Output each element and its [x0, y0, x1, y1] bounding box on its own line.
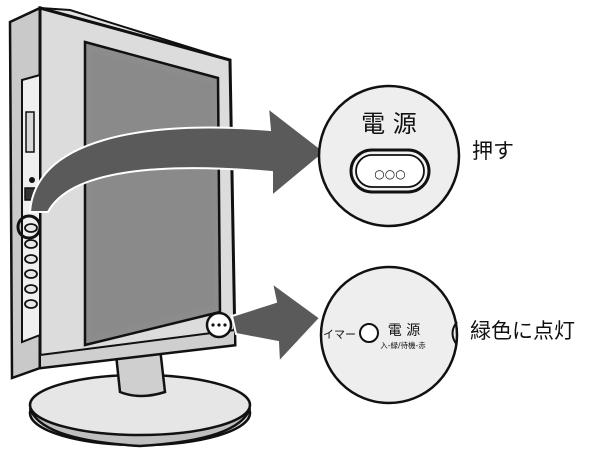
arrow-to-power-button-icon	[28, 105, 327, 213]
power-button-highlight	[16, 214, 42, 240]
power-button-dots: ○○○	[374, 167, 405, 181]
instruction-green-light-label: 緑色に点灯	[470, 319, 575, 343]
indicator-lamp	[359, 323, 379, 343]
power-indicator-highlight	[205, 311, 233, 339]
callout-power-button: 電 源 ○○○	[317, 84, 461, 228]
tv-stand	[28, 343, 252, 448]
callout-power-title: 電 源	[361, 110, 417, 138]
callout-indicator-title: 電 源	[388, 323, 420, 339]
callout-timer-text: イマー	[323, 328, 356, 341]
callout-indicator-light: イマー 電 源 入-緑/待機-赤	[319, 265, 459, 405]
tv-side-buttons	[24, 223, 38, 309]
arrow-to-indicator-icon	[230, 280, 322, 365]
instruction-press-label: 押す	[472, 139, 514, 163]
callout-indicator-subtext: 入-緑/待機-赤	[380, 340, 426, 350]
